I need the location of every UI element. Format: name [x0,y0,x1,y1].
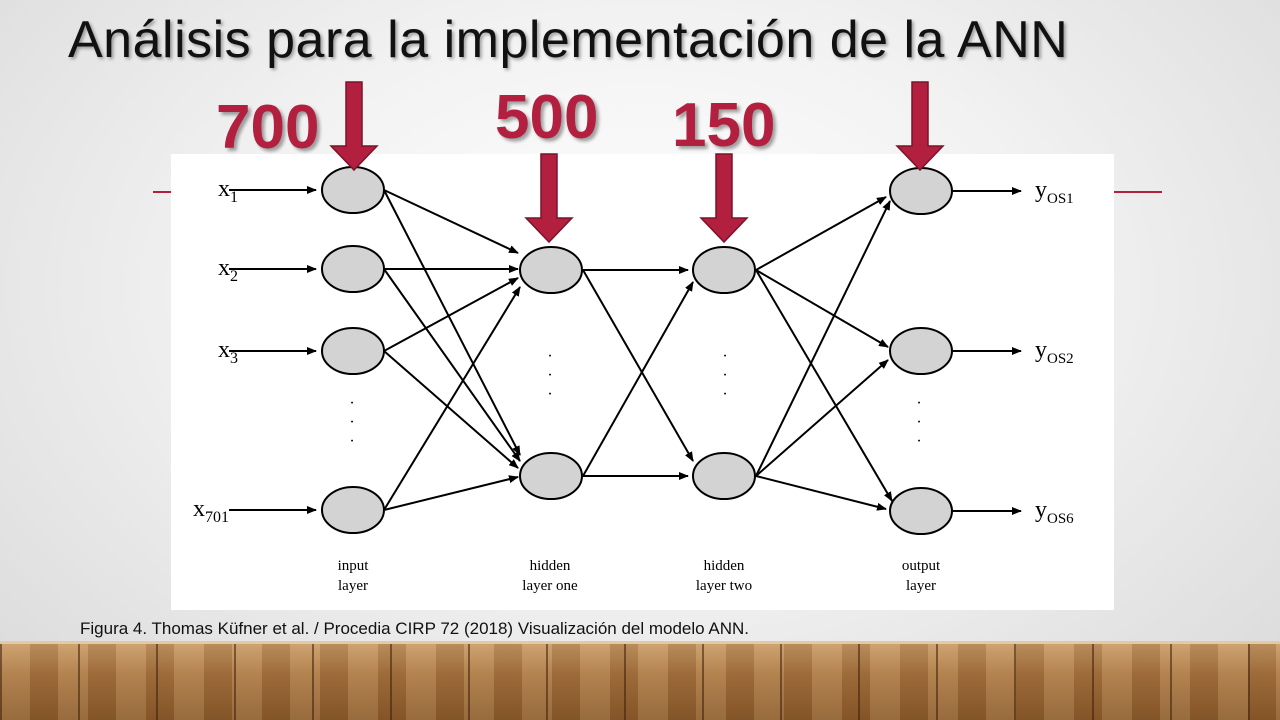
input-hidden1-connections [383,189,521,511]
input-label-x1: x1 [218,176,238,206]
neuron [321,166,385,214]
output-variable-labels: yOS1 yOS2 yOS6 [1035,177,1074,527]
hidden-layer-two-label-line2: layer two [696,578,752,594]
wood-floor-decoration [0,644,1280,720]
left-accent-line [153,191,173,193]
slide-title: Análisis para la implementación de la AN… [68,11,1069,69]
neuron [692,452,756,500]
hidden-layer-two-neurons [692,246,756,500]
figure-caption: Figura 4. Thomas Küfner et al. / Procedi… [80,619,750,638]
svg-text:·: · [349,414,354,431]
input-label-x701: x701 [193,496,229,526]
svg-text:·: · [722,386,727,403]
input-count-label: 700 [216,93,320,162]
hidden-layer-one-neurons [519,246,583,500]
neuron [692,246,756,294]
svg-text:·: · [547,348,552,365]
svg-text:·: · [547,386,552,403]
hidden-layer-two-label: hidden [704,558,745,574]
neuron [519,452,583,500]
hidden2-output-connections [755,196,893,511]
hidden1-hidden2-connections [582,266,694,480]
neuron [321,327,385,375]
input-label-x3: x3 [218,337,238,367]
ellipsis-dots: · · · · · · · · · · · · [349,348,921,450]
neuron [321,245,385,293]
neuron [519,246,583,294]
input-label-x2: x2 [218,255,238,285]
output-layer-label: output [902,558,941,574]
hidden-layer-one-label: hidden [530,558,571,574]
svg-text:·: · [722,348,727,365]
neuron [889,327,953,375]
svg-text:·: · [722,367,727,384]
input-arrows [229,186,317,514]
ann-diagram: · · · · · · · · · · · · x1 x2 x3 x701 [193,166,1074,594]
svg-text:·: · [916,414,921,431]
svg-text:·: · [349,395,354,412]
svg-text:·: · [916,433,921,450]
output-layer-label-line2: layer [906,578,936,594]
hidden2-count-label: 150 [672,91,776,160]
neuron [321,486,385,534]
neuron [889,487,953,535]
layer-labels: input layer hidden layer one hidden laye… [338,558,941,594]
svg-text:·: · [349,433,354,450]
hidden1-count-label: 500 [495,83,599,152]
input-layer-label-line2: layer [338,578,368,594]
output-label-yos2: yOS2 [1035,337,1074,367]
input-layer-neurons [321,166,385,534]
output-label-yos6: yOS6 [1035,497,1074,527]
output-label-yos1: yOS1 [1035,177,1074,207]
hidden-layer-one-label-line2: layer one [522,578,578,594]
right-accent-line [1114,191,1162,193]
svg-text:·: · [916,395,921,412]
ann-diagram-panel: · · · · · · · · · · · · x1 x2 x3 x701 [171,154,1114,610]
input-layer-label: input [338,558,370,574]
input-variable-labels: x1 x2 x3 x701 [193,176,238,526]
floor-edge [0,641,1280,645]
svg-text:·: · [547,367,552,384]
output-layer-neurons [889,167,953,535]
output-arrows [953,187,1022,515]
neuron [889,167,953,215]
